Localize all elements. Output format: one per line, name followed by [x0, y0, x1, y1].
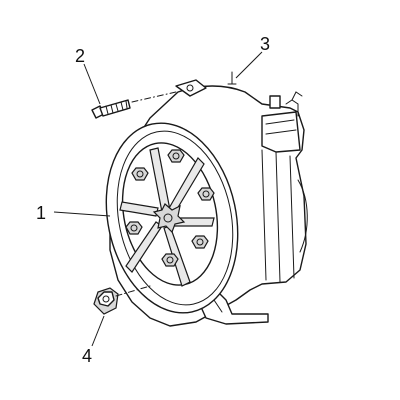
fan-cover-part — [105, 122, 239, 314]
callout-label-1: 1 — [36, 203, 46, 223]
fan-cover-bolts — [125, 149, 215, 267]
callout-label-4: 4 — [82, 346, 92, 366]
leader-line-1 — [53, 211, 111, 217]
leader-line-3 — [235, 51, 263, 79]
leader-lines — [53, 51, 263, 347]
leader-line-2 — [83, 63, 101, 105]
callout-labels: 1 2 3 4 — [36, 34, 270, 366]
callout-label-2: 2 — [75, 46, 85, 66]
nut-part — [93, 285, 151, 315]
screw-part — [91, 91, 177, 119]
leader-line-4 — [91, 315, 105, 347]
callout-label-3: 3 — [260, 34, 270, 54]
fan-cover-spokes — [119, 147, 215, 287]
